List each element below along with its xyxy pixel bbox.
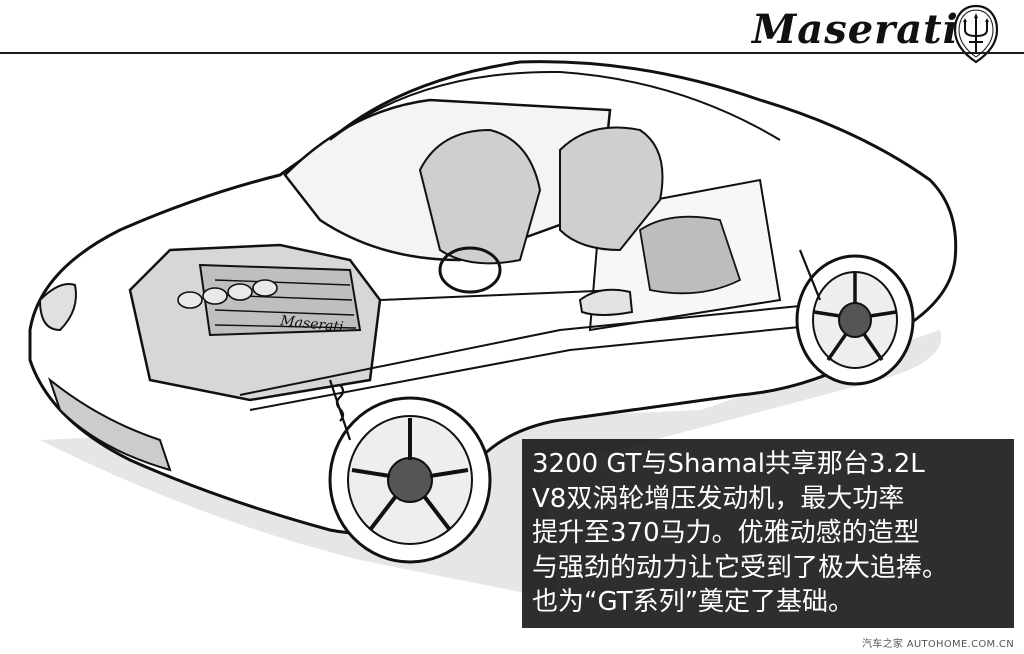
car-cutaway-illustration: Maserati (28, 60, 958, 600)
caption-line: 也为“GT系列”奠定了基础。 (532, 587, 855, 617)
caption-line: 3200 GT与Shamal共享那台3.2L (532, 449, 925, 479)
front-wheel (328, 396, 492, 564)
header-rule (0, 52, 1024, 54)
brand-wordmark: Maserati (752, 6, 959, 53)
caption-line: 与强劲的动力让它受到了极大追捧。 (532, 552, 949, 583)
trident-icon (953, 4, 999, 64)
caption-box: 3200 GT与Shamal共享那台3.2L V8双涡轮增压发动机，最大功率 提… (522, 439, 1014, 628)
rear-wheel (795, 254, 915, 386)
caption-line: 提升至370马力。优雅动感的造型 (532, 518, 920, 548)
watermark: 汽车之家 AUTOHOME.COM.CN (862, 639, 1014, 650)
engine-cover-text: Maserati (279, 313, 345, 336)
caption-line: V8双涡轮增压发动机，最大功率 (532, 483, 905, 514)
